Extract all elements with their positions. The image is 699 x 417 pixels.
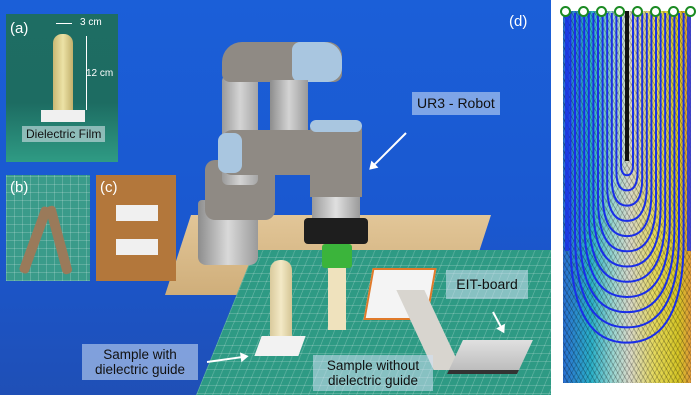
robot-wrist-cap — [310, 120, 362, 132]
callout-sample-with: Sample with dielectric guide — [82, 344, 198, 380]
electrode — [560, 6, 571, 17]
height-arrow — [86, 36, 87, 110]
streamline — [597, 13, 657, 253]
electrode — [577, 6, 589, 17]
edge-streamline — [687, 11, 691, 251]
callout-sample-with-line1: Sample with — [103, 347, 177, 362]
guide-half-bottom — [116, 239, 158, 255]
panel-label-c: (c) — [100, 179, 118, 196]
inset-c: (c) — [96, 175, 176, 281]
inset-a: (a) 3 cm 12 cm Dielectric Film — [6, 14, 118, 162]
callout-robot-text: UR3 - Robot — [417, 95, 495, 111]
panel-label-a: (a) — [10, 20, 29, 37]
callout-eit-board-text: EIT-board — [456, 276, 518, 292]
streamline — [592, 13, 662, 268]
sample-with-guide — [270, 260, 292, 338]
electrode — [595, 6, 607, 17]
streamline — [601, 13, 653, 238]
width-arrow — [56, 23, 72, 24]
edge-streamline — [565, 11, 569, 251]
electrode — [667, 6, 679, 17]
tube-base — [41, 110, 85, 122]
streamline — [578, 13, 676, 314]
streamline — [569, 13, 685, 344]
streamline — [583, 13, 671, 298]
robot-wrist — [310, 122, 362, 197]
branch-sample-right — [45, 204, 73, 276]
callout-eit-board: EIT-board — [446, 270, 528, 299]
inset-b: (b) — [6, 175, 90, 281]
streamline — [587, 13, 667, 283]
robot-elbow-cap — [292, 42, 342, 82]
sample-base-plate — [254, 336, 306, 356]
robot-wrist-cap-left — [218, 133, 242, 173]
electrode — [613, 6, 625, 17]
robot-tool-flange — [312, 197, 360, 219]
simulation-panel — [563, 11, 691, 383]
panel-label-d: (d) — [509, 13, 528, 30]
streamline — [574, 13, 680, 329]
callout-sample-without: Sample without dielectric guide — [313, 355, 433, 391]
callout-sample-with-line2: dielectric guide — [94, 362, 186, 377]
main-photo: (a) 3 cm 12 cm Dielectric Film (b) (c) (… — [0, 0, 551, 395]
guide-half-top — [116, 205, 158, 221]
callout-sample-without-line1: Sample without — [326, 358, 420, 373]
streamline — [606, 13, 648, 222]
dielectric-film-caption: Dielectric Film — [22, 126, 106, 142]
height-annotation: 12 cm — [86, 68, 114, 79]
streamlines — [565, 11, 691, 344]
callout-robot: UR3 - Robot — [412, 92, 500, 115]
robot-arrow — [369, 132, 407, 170]
sample-without-guide — [328, 268, 346, 330]
callout-sample-without-line2: dielectric guide — [327, 373, 419, 388]
dielectric-tube — [53, 34, 73, 112]
robot-forearm — [270, 80, 308, 130]
dielectric-slit — [625, 11, 629, 161]
electrode — [649, 6, 661, 17]
electrode — [685, 6, 697, 17]
green-adapter — [322, 244, 352, 268]
electrode — [631, 6, 643, 17]
panel-label-b: (b) — [10, 179, 29, 196]
streamline — [620, 13, 634, 177]
streamline — [615, 13, 639, 192]
streamline — [610, 13, 644, 207]
width-annotation: 3 cm — [80, 17, 102, 28]
robot-sensor-ring — [304, 218, 368, 244]
